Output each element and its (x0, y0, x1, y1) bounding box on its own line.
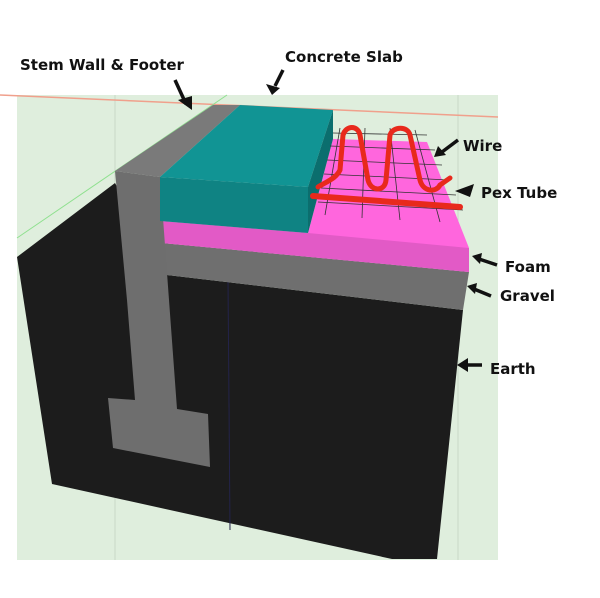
concrete-slab-top (160, 105, 333, 187)
arrow-icon (473, 287, 492, 298)
foam-front-face (160, 221, 469, 272)
label-wire: Wire (463, 137, 502, 155)
pex-tube (315, 125, 453, 193)
arrow-head-icon (266, 84, 280, 95)
arrow-icon (440, 138, 460, 154)
concrete-slab-side (308, 110, 333, 233)
label-pex-tube: Pex Tube (481, 184, 557, 202)
concrete-slab-front (160, 177, 308, 233)
arrow-icon (478, 257, 498, 267)
label-earth: Earth (490, 360, 536, 378)
arrow-head-icon (455, 184, 474, 197)
stem-wall-footer (108, 171, 210, 467)
label-gravel: Gravel (500, 287, 555, 305)
gravel-layer (162, 243, 469, 310)
arrow-head-icon (178, 96, 192, 110)
arrow-head-icon (472, 253, 482, 264)
blue-axis-line (227, 279, 231, 531)
stem-wall-top (115, 105, 240, 177)
arrow-head-icon (457, 358, 468, 372)
arrow-icon (273, 69, 285, 87)
pex-tube-straight (310, 193, 463, 210)
arrow-head-icon (434, 146, 446, 157)
label-stem-wall: Stem Wall & Footer (20, 56, 185, 74)
label-concrete-slab: Concrete Slab (285, 48, 403, 66)
arrow-head-icon (467, 283, 477, 294)
label-foam: Foam (505, 258, 551, 276)
